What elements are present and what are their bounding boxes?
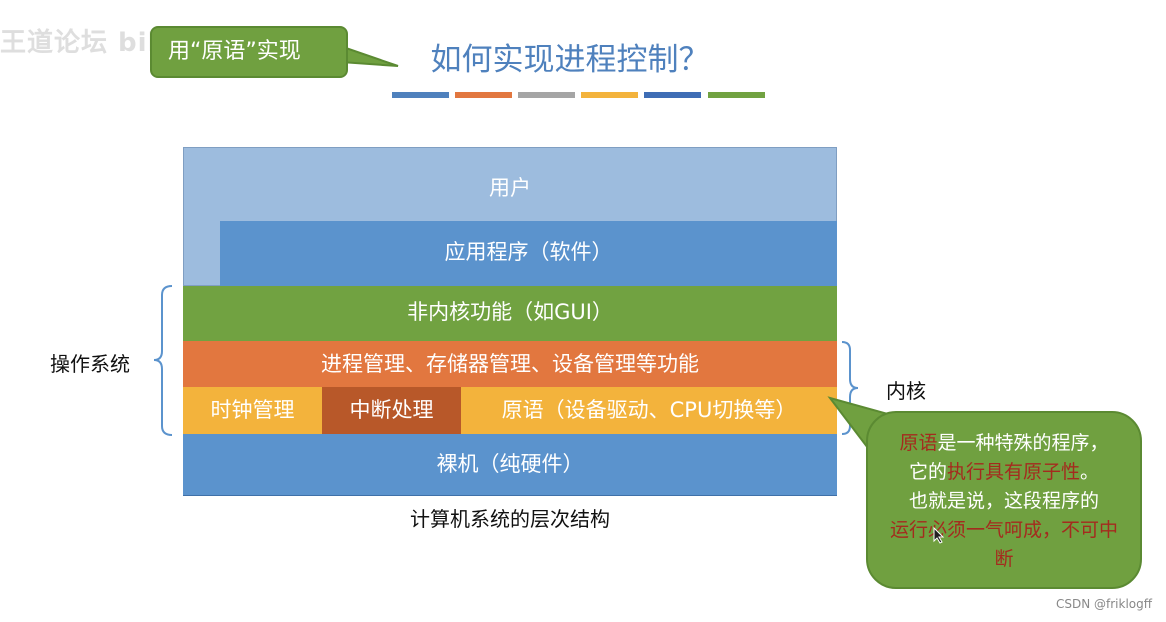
os-label: 操作系统 [50,352,130,376]
callout-line-1: 原语是一种特殊的程序， [876,429,1132,458]
kernel-label: 内核 [886,379,926,403]
process-management-layer: 进程管理、存储器管理、设备管理等功能 [183,341,837,387]
primitive-cell: 原语（设备驱动、CPU切换等） [461,387,837,434]
callout-text-1: 是一种特殊的程序， [937,432,1109,454]
callout-top: 用“原语”实现 [150,26,348,78]
csdn-watermark: CSDN @friklogff [1055,597,1152,611]
title-bar-blue [392,92,449,98]
os-brace [153,285,173,436]
term-primitive: 原语 [899,432,938,454]
interrupt-handling-cell: 中断处理 [322,387,461,434]
clock-management-cell: 时钟管理 [183,387,322,434]
callout-top-tail [339,44,399,67]
callout-text-2-end: 。 [1080,461,1100,483]
term-atomicity: 执行具有原子性 [946,461,1080,483]
callout-line-2: 它的执行具有原子性。 [876,458,1132,487]
mouse-cursor-icon [933,526,945,544]
page-title: 如何实现进程控制？ [430,42,710,78]
title-bar-green [708,92,765,98]
non-kernel-layer: 非内核功能（如GUI） [183,286,837,341]
title-bar-orange [455,92,512,98]
callout-line-3: 也就是说，这段程序的 [908,490,1099,512]
callout-text-2: 它的 [908,461,947,483]
user-layer-label: 用户 [489,176,531,200]
title-bar-gray [518,92,575,98]
primitive-explanation-callout: 原语是一种特殊的程序， 它的执行具有原子性。 也就是说，这段程序的 运行必须一气… [866,411,1142,589]
title-bar-darkblue [644,92,701,98]
diagram-caption: 计算机系统的层次结构 [410,507,610,531]
title-bar-yellow [581,92,638,98]
application-layer: 应用程序（软件） [220,221,837,286]
bare-machine-layer: 裸机（纯硬件） [183,434,837,496]
kernel-brace [841,341,859,435]
callout-line-4: 运行必须一气呵成，不可中断 [890,519,1119,570]
